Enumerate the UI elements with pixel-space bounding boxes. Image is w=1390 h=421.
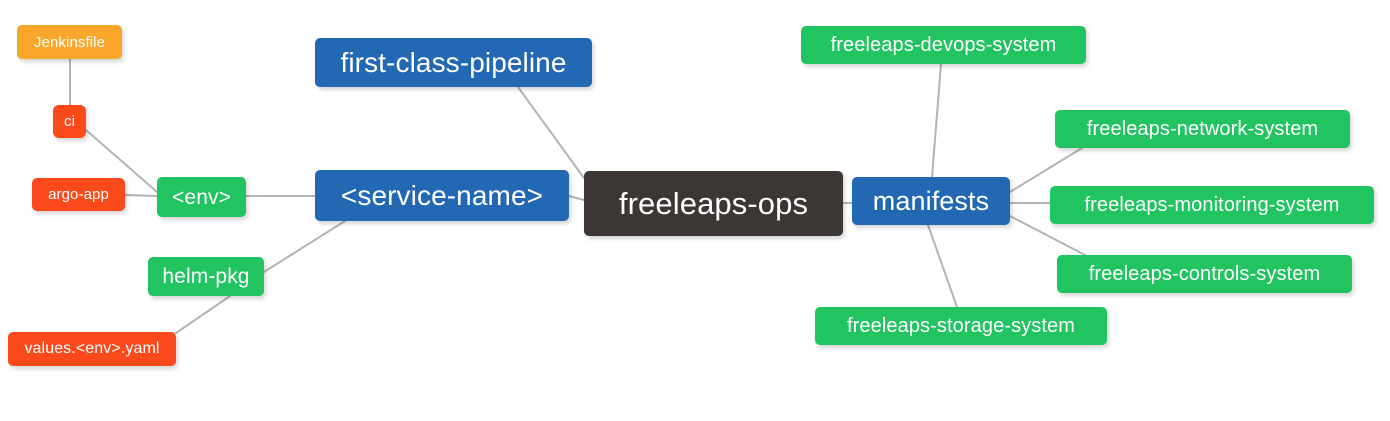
node-helm-pkg[interactable]: helm-pkg: [148, 257, 264, 296]
node-first-class-pipeline[interactable]: first-class-pipeline: [315, 38, 592, 87]
node-label: ci: [63, 113, 76, 130]
edge-helm-pkg-to-service-name: [263, 220, 346, 273]
node-argo-app[interactable]: argo-app: [32, 178, 125, 211]
node-label: values.<env>.yaml: [24, 340, 160, 357]
node-label: Jenkinsfile: [33, 33, 106, 51]
node-label: freeleaps-network-system: [1086, 118, 1319, 140]
edge-values-env-yaml-to-helm-pkg: [175, 295, 231, 334]
node-label: <service-name>: [340, 179, 544, 211]
node-label: argo-app: [48, 186, 109, 203]
node-freeleaps-monitoring-system[interactable]: freeleaps-monitoring-system: [1050, 186, 1374, 224]
edge-argo-app-to-env: [124, 194, 158, 197]
node-label: <env>: [172, 185, 231, 209]
edge-manifests-to-freeleaps-devops-system: [931, 63, 942, 178]
node-label: freeleaps-devops-system: [830, 34, 1057, 56]
node-label: first-class-pipeline: [340, 46, 567, 78]
node-freeleaps-storage-system[interactable]: freeleaps-storage-system: [815, 307, 1107, 345]
edge-manifests-to-freeleaps-storage-system: [927, 224, 958, 308]
node-label: freeleaps-storage-system: [846, 315, 1076, 337]
node-label: freeleaps-ops: [618, 186, 809, 221]
node-label: manifests: [872, 185, 990, 216]
node-service-name[interactable]: <service-name>: [315, 170, 569, 221]
node-label: freeleaps-monitoring-system: [1084, 194, 1340, 216]
node-freeleaps-ops[interactable]: freeleaps-ops: [584, 171, 843, 236]
edge-first-class-pipeline-to-freeleaps-ops: [517, 86, 585, 179]
node-freeleaps-network-system[interactable]: freeleaps-network-system: [1055, 110, 1350, 148]
node-values-env-yaml[interactable]: values.<env>.yaml: [8, 332, 176, 366]
node-label: helm-pkg: [162, 265, 250, 288]
node-jenkinsfile[interactable]: Jenkinsfile: [17, 25, 122, 59]
edge-service-name-to-freeleaps-ops: [568, 195, 585, 201]
node-ci[interactable]: ci: [53, 105, 86, 138]
node-freeleaps-controls-system[interactable]: freeleaps-controls-system: [1057, 255, 1352, 293]
node-manifests[interactable]: manifests: [852, 177, 1010, 225]
node-env[interactable]: <env>: [157, 177, 246, 217]
node-freeleaps-devops-system[interactable]: freeleaps-devops-system: [801, 26, 1086, 64]
node-label: freeleaps-controls-system: [1088, 263, 1321, 285]
